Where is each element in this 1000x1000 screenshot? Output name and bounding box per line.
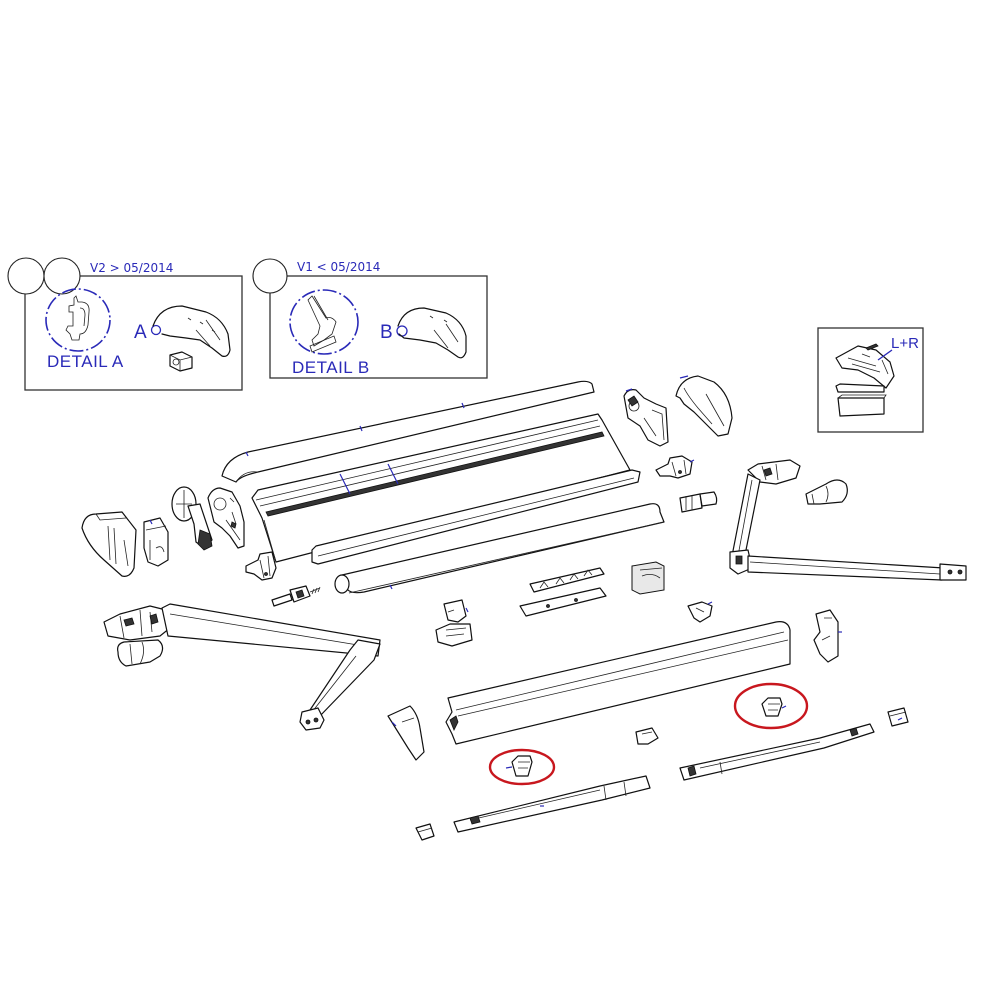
callout-marker <box>150 324 162 336</box>
front-bar-left-cap <box>387 705 425 761</box>
left-mount-clip <box>245 551 277 581</box>
inset-v1-detail-b: V1 < 05/2014 DETAIL B B <box>252 258 488 379</box>
lr-label: L+R <box>891 335 919 352</box>
inset-v2-detail-a: V2 > 05/2014 DETAIL A A <box>7 257 243 391</box>
front-bar-center-clip <box>635 727 659 745</box>
left-end-cap <box>81 511 137 577</box>
left-arm-cover <box>117 639 164 667</box>
left-gear-housing <box>207 487 245 549</box>
right-mount-clip <box>655 455 695 479</box>
spacer-block-top <box>837 394 887 399</box>
clip-part <box>761 697 783 717</box>
end-cap-ribs <box>187 317 221 347</box>
lr-leader-line <box>877 349 893 361</box>
detail-circle <box>289 289 359 355</box>
left-gear-disk <box>171 486 213 551</box>
profile-section-shape <box>307 295 337 347</box>
front-rail-strip <box>311 469 641 565</box>
lower-left-foot <box>415 823 435 841</box>
center-small-bracket <box>687 601 713 623</box>
nut-block-edges <box>169 354 193 371</box>
end-cap-outline <box>397 307 467 359</box>
mount-bracket-detail <box>847 353 889 375</box>
detail-label: DETAIL B <box>292 358 370 377</box>
nut-hole <box>172 358 180 366</box>
callout-marker <box>396 325 408 337</box>
item-balloon <box>43 257 81 295</box>
upper-cover-profile <box>221 380 595 483</box>
fabric-roll <box>334 503 665 594</box>
nut-block <box>169 351 193 372</box>
detail-circle <box>45 288 111 352</box>
left-spring-pin <box>271 585 321 607</box>
inset-lr-frame <box>817 327 924 433</box>
center-rail-clips <box>519 567 607 617</box>
clip-part <box>511 755 533 777</box>
highlighted-clip-left[interactable] <box>488 748 556 786</box>
end-cap-outline <box>152 305 231 357</box>
version-label: V2 > 05/2014 <box>90 261 173 275</box>
callout-letter: B <box>380 322 393 343</box>
right-end-cap <box>675 375 733 437</box>
end-cap-ribs <box>429 315 459 349</box>
callout-letter: A <box>134 322 147 343</box>
left-arm <box>103 603 381 731</box>
front-bar <box>445 621 791 745</box>
front-bar-right-cap <box>813 609 842 663</box>
inset-v2-frame <box>24 275 243 391</box>
profile-section-shape <box>65 295 90 341</box>
center-bracket-pair <box>435 599 473 647</box>
right-shaft-plug <box>679 491 718 513</box>
right-arm <box>729 459 967 581</box>
mount-screw <box>865 343 879 351</box>
version-label: V1 < 05/2014 <box>297 260 380 274</box>
profile-section-inner <box>79 307 86 327</box>
spacer-plate <box>835 383 885 393</box>
profile-section-lines <box>309 295 337 353</box>
center-cube-block <box>631 561 665 595</box>
highlight-ellipse <box>488 748 556 786</box>
lower-right-foot <box>887 707 909 727</box>
item-balloon <box>252 258 288 294</box>
inset-v1-frame <box>269 275 488 379</box>
right-gear-housing <box>623 388 669 447</box>
inset-lr: L+R <box>817 327 924 433</box>
item-balloon <box>7 257 45 295</box>
right-arm-cover <box>805 479 848 505</box>
spacer-block <box>837 397 885 417</box>
lower-right-support-leg <box>679 723 875 781</box>
highlight-ellipse <box>733 682 809 730</box>
detail-label: DETAIL A <box>47 352 124 371</box>
left-side-bracket <box>143 517 169 567</box>
highlighted-clip-right[interactable] <box>733 682 809 730</box>
lower-left-support-leg <box>453 775 651 833</box>
